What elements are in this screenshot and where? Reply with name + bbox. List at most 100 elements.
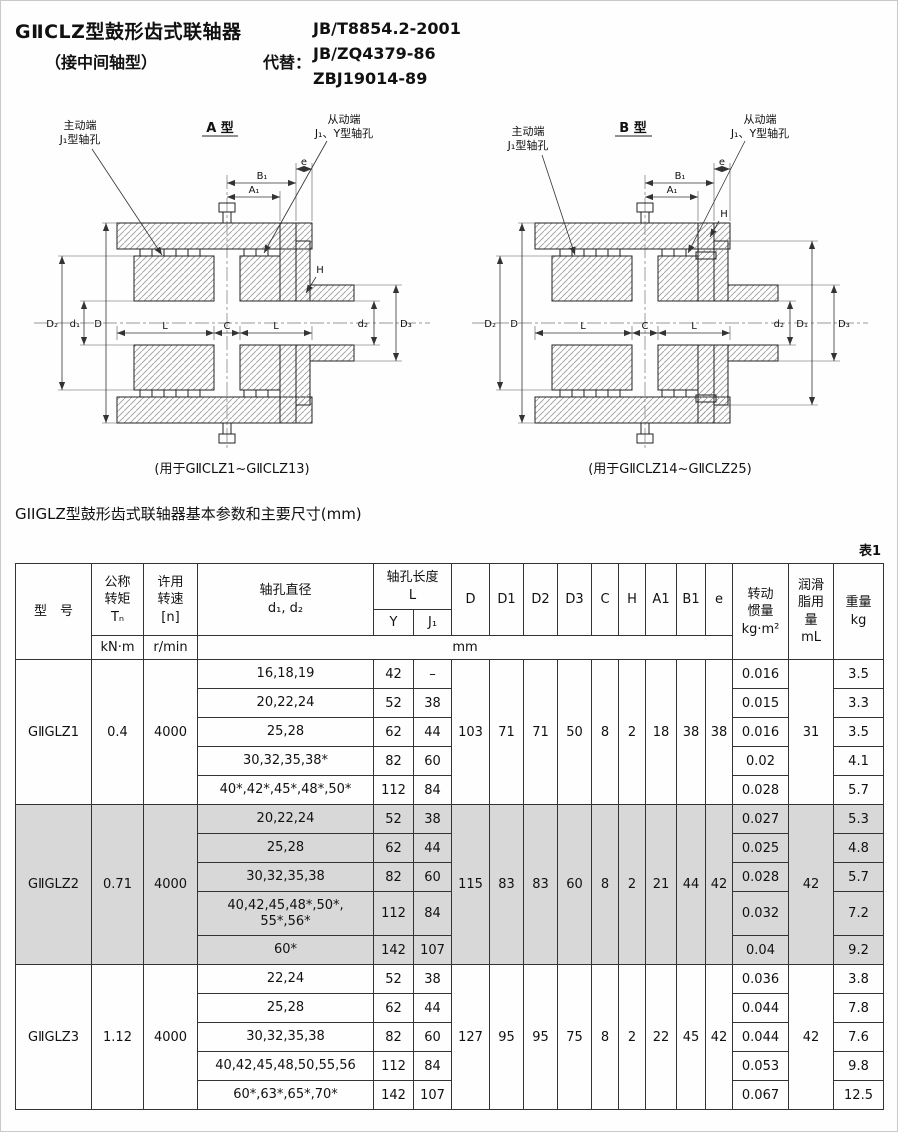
figures-row: 主动端 J₁型轴孔 A 型 从动端 J₁、Y型轴孔 B₁ A₁ e L C L … [1, 91, 897, 477]
cell-weight: 9.8 [833, 1051, 885, 1082]
figb-drive-end-label: 主动端 [512, 125, 545, 138]
cell-j1: 107 [412, 935, 453, 966]
dim-l-right-label: L [691, 321, 697, 332]
figb-drive-hole-label: J₁型轴孔 [507, 138, 549, 152]
cell-a1: 18 [645, 659, 678, 806]
figure-a: 主动端 J₁型轴孔 A 型 从动端 J₁、Y型轴孔 B₁ A₁ e L C L … [15, 105, 449, 477]
dim-d1-bore-label: d₁ [70, 319, 80, 330]
cell-y: 52 [373, 688, 414, 719]
dim-d2-outer-label: D₂ [46, 319, 58, 330]
cell-j1: 84 [412, 775, 453, 806]
dim-d3-label: D₃ [400, 319, 412, 330]
col-header-d1: D1 [489, 563, 525, 637]
cell-b1: 45 [676, 964, 707, 1111]
table-row: 30,32,35,38 82 60 0.028 5.7 [16, 862, 885, 893]
cell-d2: 95 [523, 964, 559, 1111]
cell-bore: 30,32,35,38 [197, 1022, 374, 1053]
figure-b: 主动端 J₁型轴孔 B 型 从动端 J₁、Y型轴孔 B₁ A₁ e H L C … [453, 105, 887, 477]
table-row: 60*,63*,65*,70* 142 107 0.067 12.5 [16, 1080, 885, 1111]
cell-model: GⅡGLZ3 [15, 964, 92, 1111]
cell-torque: 1.12 [91, 964, 144, 1111]
col-header-y: Y [373, 609, 414, 637]
cell-e: 42 [705, 804, 734, 966]
dim-d1-flange-label: D₁ [796, 319, 808, 330]
figa-drive-hole-label: J₁型轴孔 [59, 132, 101, 146]
cell-d: 115 [451, 804, 491, 966]
dim-d-label: D [94, 319, 102, 330]
cell-y: 52 [373, 964, 414, 995]
cell-bore: 20,22,24 [197, 804, 374, 835]
figa-type-label: A 型 [206, 120, 234, 136]
parameters-table: 型 号 公称 转矩 Tₙ 许用 转速 [n] 轴孔直径 d₁, d₂ 轴孔长度 … [15, 563, 885, 1111]
cell-e: 38 [705, 659, 734, 806]
cell-y: 82 [373, 1022, 414, 1053]
col-header-c: C [591, 563, 620, 637]
replaced-standard-1: JB/ZQ4379-86 [313, 43, 436, 63]
cell-bore: 22,24 [197, 964, 374, 995]
cell-j1: 38 [412, 964, 453, 995]
cell-d3: 75 [557, 964, 593, 1111]
table-row: GⅡGLZ2 0.71 4000 20,22,24 52 38 115 83 8… [15, 804, 885, 966]
cell-grease: 42 [788, 804, 835, 966]
cell-inertia: 0.04 [732, 935, 790, 966]
col-header-torque: 公称 转矩 Tₙ [91, 563, 144, 637]
cell-j1: 38 [412, 804, 453, 835]
dim-d3-label: D₃ [838, 319, 850, 330]
cell-j1: 60 [412, 746, 453, 777]
dim-l-left-label: L [580, 321, 586, 332]
cell-j1: 107 [412, 1080, 453, 1111]
cell-grease: 42 [788, 964, 835, 1111]
title-block: GⅡCLZ型鼓形齿式联轴器 （接中间轴型） 代替： [15, 17, 311, 91]
cell-weight: 7.6 [833, 1022, 885, 1053]
cell-weight: 4.1 [833, 746, 885, 777]
col-header-a1: A1 [645, 563, 678, 637]
standards-block: JB/T8854.2-2001 JB/ZQ4379-86 ZBJ19014-89 [311, 17, 461, 91]
cell-weight: 5.3 [833, 804, 885, 835]
col-header-j1: J₁ [412, 609, 453, 637]
cell-weight: 3.3 [833, 688, 885, 719]
dim-h-label: H [316, 265, 324, 276]
cell-inertia: 0.028 [732, 775, 790, 806]
figure-b-drawing: 主动端 J₁型轴孔 B 型 从动端 J₁、Y型轴孔 B₁ A₁ e H L C … [472, 113, 868, 449]
cell-model: GⅡGLZ1 [15, 659, 92, 806]
col-header-b1: B1 [676, 563, 707, 637]
figb-type-label: B 型 [619, 120, 646, 136]
cell-a1: 22 [645, 964, 678, 1111]
figb-driven-end-label: 从动端 [744, 113, 777, 126]
cell-inertia: 0.044 [732, 1022, 790, 1053]
cell-bore: 30,32,35,38 [197, 862, 374, 893]
cell-bore: 25,28 [197, 993, 374, 1024]
cell-h: 2 [618, 964, 647, 1111]
subtitle-row: （接中间轴型） 代替： [15, 49, 311, 73]
dim-c-label: C [642, 321, 649, 332]
cell-bore: 60*,63*,65*,70* [197, 1080, 374, 1111]
table-number-label: 表1 [858, 544, 881, 560]
coupling-section-drawing-a [34, 135, 430, 449]
figa-driven-end-label: 从动端 [328, 113, 361, 126]
cell-speed: 4000 [143, 964, 198, 1111]
cell-inertia: 0.016 [732, 717, 790, 748]
cell-j1: 84 [412, 1051, 453, 1082]
cell-y: 42 [373, 659, 414, 690]
document-header: GⅡCLZ型鼓形齿式联轴器 （接中间轴型） 代替： JB/T8854.2-200… [1, 1, 897, 91]
standard-number: JB/T8854.2-2001 [313, 19, 461, 38]
cell-inertia: 0.032 [732, 891, 790, 937]
cell-weight: 4.8 [833, 833, 885, 864]
cell-weight: 5.7 [833, 775, 885, 806]
dim-a1-label: A₁ [667, 185, 678, 196]
cell-speed: 4000 [143, 804, 198, 966]
cell-b1: 38 [676, 659, 707, 806]
cell-y: 112 [373, 775, 414, 806]
cell-bore: 40,42,45,48*,50*, 55*,56* [197, 891, 374, 937]
dim-d2-bore-label: d₂ [774, 319, 784, 330]
cell-c: 8 [591, 804, 620, 966]
coupling-section-drawing-b [472, 135, 868, 449]
col-header-mm-unit: mm [196, 635, 734, 661]
col-header-model: 型 号 [15, 563, 92, 661]
cell-inertia: 0.025 [732, 833, 790, 864]
replace-label: 代替： [262, 53, 311, 72]
dim-d2-bore-label: d₂ [358, 319, 368, 330]
cell-model: GⅡGLZ2 [15, 804, 92, 966]
table-row: 20,22,24 52 38 0.015 3.3 [16, 688, 885, 719]
dim-d-label: D [510, 319, 518, 330]
